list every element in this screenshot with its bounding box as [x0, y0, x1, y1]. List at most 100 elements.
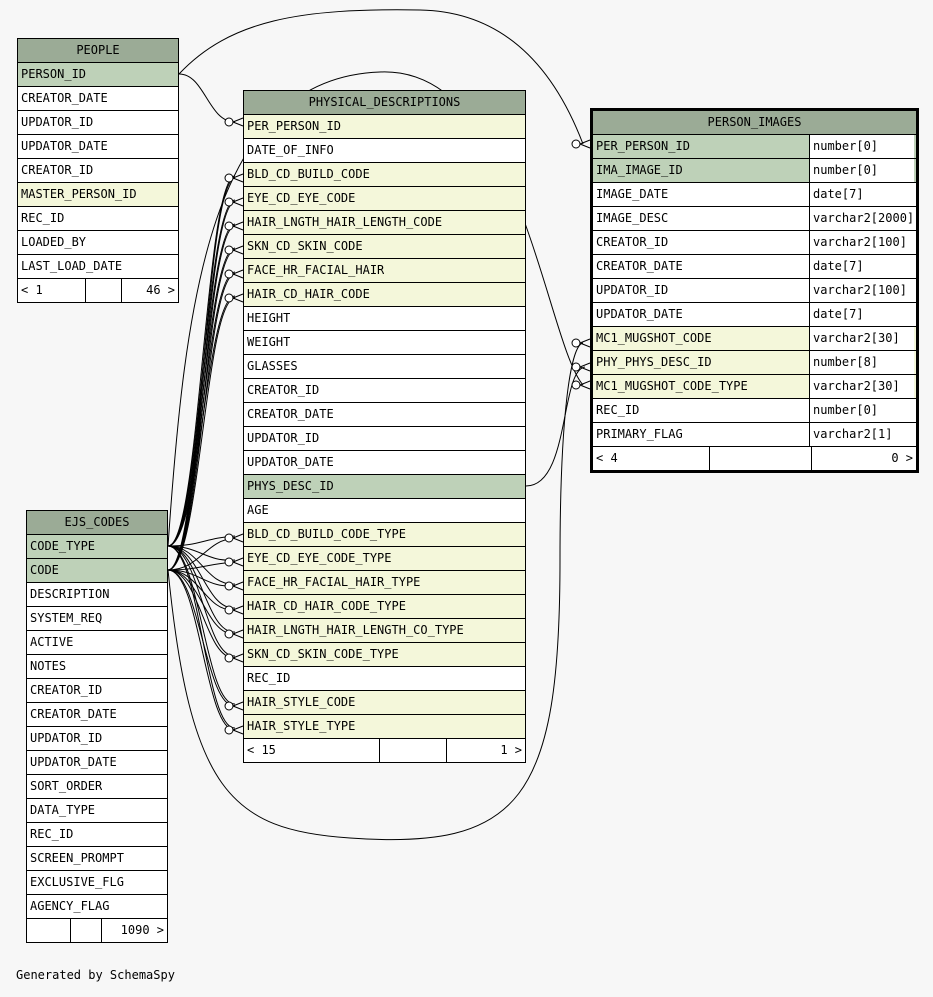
column-row[interactable]: FACE_HR_FACIAL_HAIR_TYPE — [244, 571, 525, 595]
column-type: number[8] — [810, 351, 914, 374]
column-row[interactable]: HAIR_CD_HAIR_CODE_TYPE — [244, 595, 525, 619]
child-count[interactable]: 1 > — [500, 743, 522, 757]
column-row[interactable]: SORT_ORDER — [27, 775, 167, 799]
column-name: PHYS_DESC_ID — [247, 479, 334, 493]
column-row[interactable]: LOADED_BY — [18, 231, 178, 255]
table-header[interactable]: PERSON_IMAGES — [593, 111, 916, 135]
column-row[interactable]: UPDATOR_ID — [18, 111, 178, 135]
column-row[interactable]: LAST_LOAD_DATE — [18, 255, 178, 279]
column-row[interactable]: CREATOR_ID — [244, 379, 525, 403]
child-count[interactable]: 1090 > — [120, 923, 164, 937]
column-row[interactable]: HAIR_STYLE_TYPE — [244, 715, 525, 739]
column-name: SKN_CD_SKIN_CODE — [247, 239, 363, 253]
column-row[interactable]: UPDATOR_DATE — [18, 135, 178, 159]
column-row[interactable]: MASTER_PERSON_ID — [18, 183, 178, 207]
column-row[interactable]: EXCLUSIVE_FLG — [27, 871, 167, 895]
column-name: UPDATOR_ID — [30, 731, 103, 745]
column-row[interactable]: REC_ID — [18, 207, 178, 231]
column-name: CREATOR_DATE — [593, 255, 810, 278]
column-row[interactable]: HAIR_CD_HAIR_CODE — [244, 283, 525, 307]
column-row[interactable]: SCREEN_PROMPT — [27, 847, 167, 871]
column-row[interactable]: BLD_CD_BUILD_CODE_TYPE — [244, 523, 525, 547]
column-row[interactable]: REC_ID — [27, 823, 167, 847]
parent-count[interactable]: < 15 — [244, 739, 380, 762]
column-row[interactable]: SYSTEM_REQ — [27, 607, 167, 631]
column-row[interactable]: PERSON_ID — [18, 63, 178, 87]
child-count[interactable]: 46 > — [146, 283, 175, 297]
column-row[interactable]: CREATOR_ID — [18, 159, 178, 183]
column-name: EYE_CD_EYE_CODE_TYPE — [247, 551, 392, 565]
column-row[interactable]: HAIR_LNGTH_HAIR_LENGTH_CODE — [244, 211, 525, 235]
column-row[interactable]: FACE_HR_FACIAL_HAIR — [244, 259, 525, 283]
parent-count[interactable]: < 4 — [593, 447, 710, 470]
column-row[interactable]: ACTIVE — [27, 631, 167, 655]
table-header[interactable]: EJS_CODES — [27, 511, 167, 535]
child-count[interactable]: 0 > — [891, 451, 913, 465]
column-name: UPDATOR_ID — [593, 279, 810, 302]
footer-spacer — [71, 919, 102, 942]
column-name: HEIGHT — [247, 311, 291, 325]
column-row[interactable]: GLASSES — [244, 355, 525, 379]
column-row[interactable]: CREATOR_DATE — [244, 403, 525, 427]
column-row[interactable]: DESCRIPTION — [27, 583, 167, 607]
column-row[interactable]: UPDATOR_ID — [27, 727, 167, 751]
column-row[interactable]: CODE_TYPE — [27, 535, 167, 559]
column-row[interactable]: CODE — [27, 559, 167, 583]
column-row[interactable]: REC_ID — [244, 667, 525, 691]
column-row[interactable]: PHYS_DESC_ID — [244, 475, 525, 499]
column-row[interactable]: SKN_CD_SKIN_CODE — [244, 235, 525, 259]
column-name: HAIR_STYLE_TYPE — [247, 719, 356, 733]
column-row[interactable]: HEIGHT — [244, 307, 525, 331]
column-row[interactable]: CREATOR_ID — [27, 679, 167, 703]
column-row[interactable]: AGE — [244, 499, 525, 523]
column-row[interactable]: WEIGHT — [244, 331, 525, 355]
column-name: DATA_TYPE — [30, 803, 96, 817]
column-row[interactable]: UPDATOR_DATE — [244, 451, 525, 475]
column-row[interactable]: HAIR_STYLE_CODE — [244, 691, 525, 715]
column-row[interactable]: UPDATOR_DATE — [27, 751, 167, 775]
table-header[interactable]: PEOPLE — [18, 39, 178, 63]
column-name: SORT_ORDER — [30, 779, 103, 793]
column-row[interactable]: DATA_TYPE — [27, 799, 167, 823]
column-row[interactable]: EYE_CD_EYE_CODE_TYPE — [244, 547, 525, 571]
column-row[interactable]: UPDATOR_ID — [244, 427, 525, 451]
column-row[interactable]: CREATOR_DATE — [27, 703, 167, 727]
column-name: SCREEN_PROMPT — [30, 851, 124, 865]
column-row[interactable]: AGENCY_FLAG — [27, 895, 167, 919]
column-row[interactable]: DATE_OF_INFO — [244, 139, 525, 163]
table-footer: 1090 > — [27, 919, 167, 942]
column-row[interactable]: EYE_CD_EYE_CODE — [244, 187, 525, 211]
column-name: FACE_HR_FACIAL_HAIR — [247, 263, 385, 277]
column-row[interactable]: PER_PERSON_ID — [244, 115, 525, 139]
column-row[interactable]: HAIR_LNGTH_HAIR_LENGTH_CO_TYPE — [244, 619, 525, 643]
column-name: UPDATOR_DATE — [21, 139, 108, 153]
column-row[interactable]: NOTES — [27, 655, 167, 679]
column-name: IMA_IMAGE_ID — [593, 159, 810, 182]
parent-count[interactable] — [27, 919, 71, 942]
column-row[interactable]: SKN_CD_SKIN_CODE_TYPE — [244, 643, 525, 667]
column-name: HAIR_LNGTH_HAIR_LENGTH_CO_TYPE — [247, 623, 464, 637]
parent-count[interactable]: < 1 — [18, 279, 86, 302]
column-row[interactable]: CREATOR_DATE — [18, 87, 178, 111]
column-row[interactable]: BLD_CD_BUILD_CODE — [244, 163, 525, 187]
column-name: UPDATOR_DATE — [247, 455, 334, 469]
table-header[interactable]: PHYSICAL_DESCRIPTIONS — [244, 91, 525, 115]
column-type: date[7] — [810, 255, 914, 278]
